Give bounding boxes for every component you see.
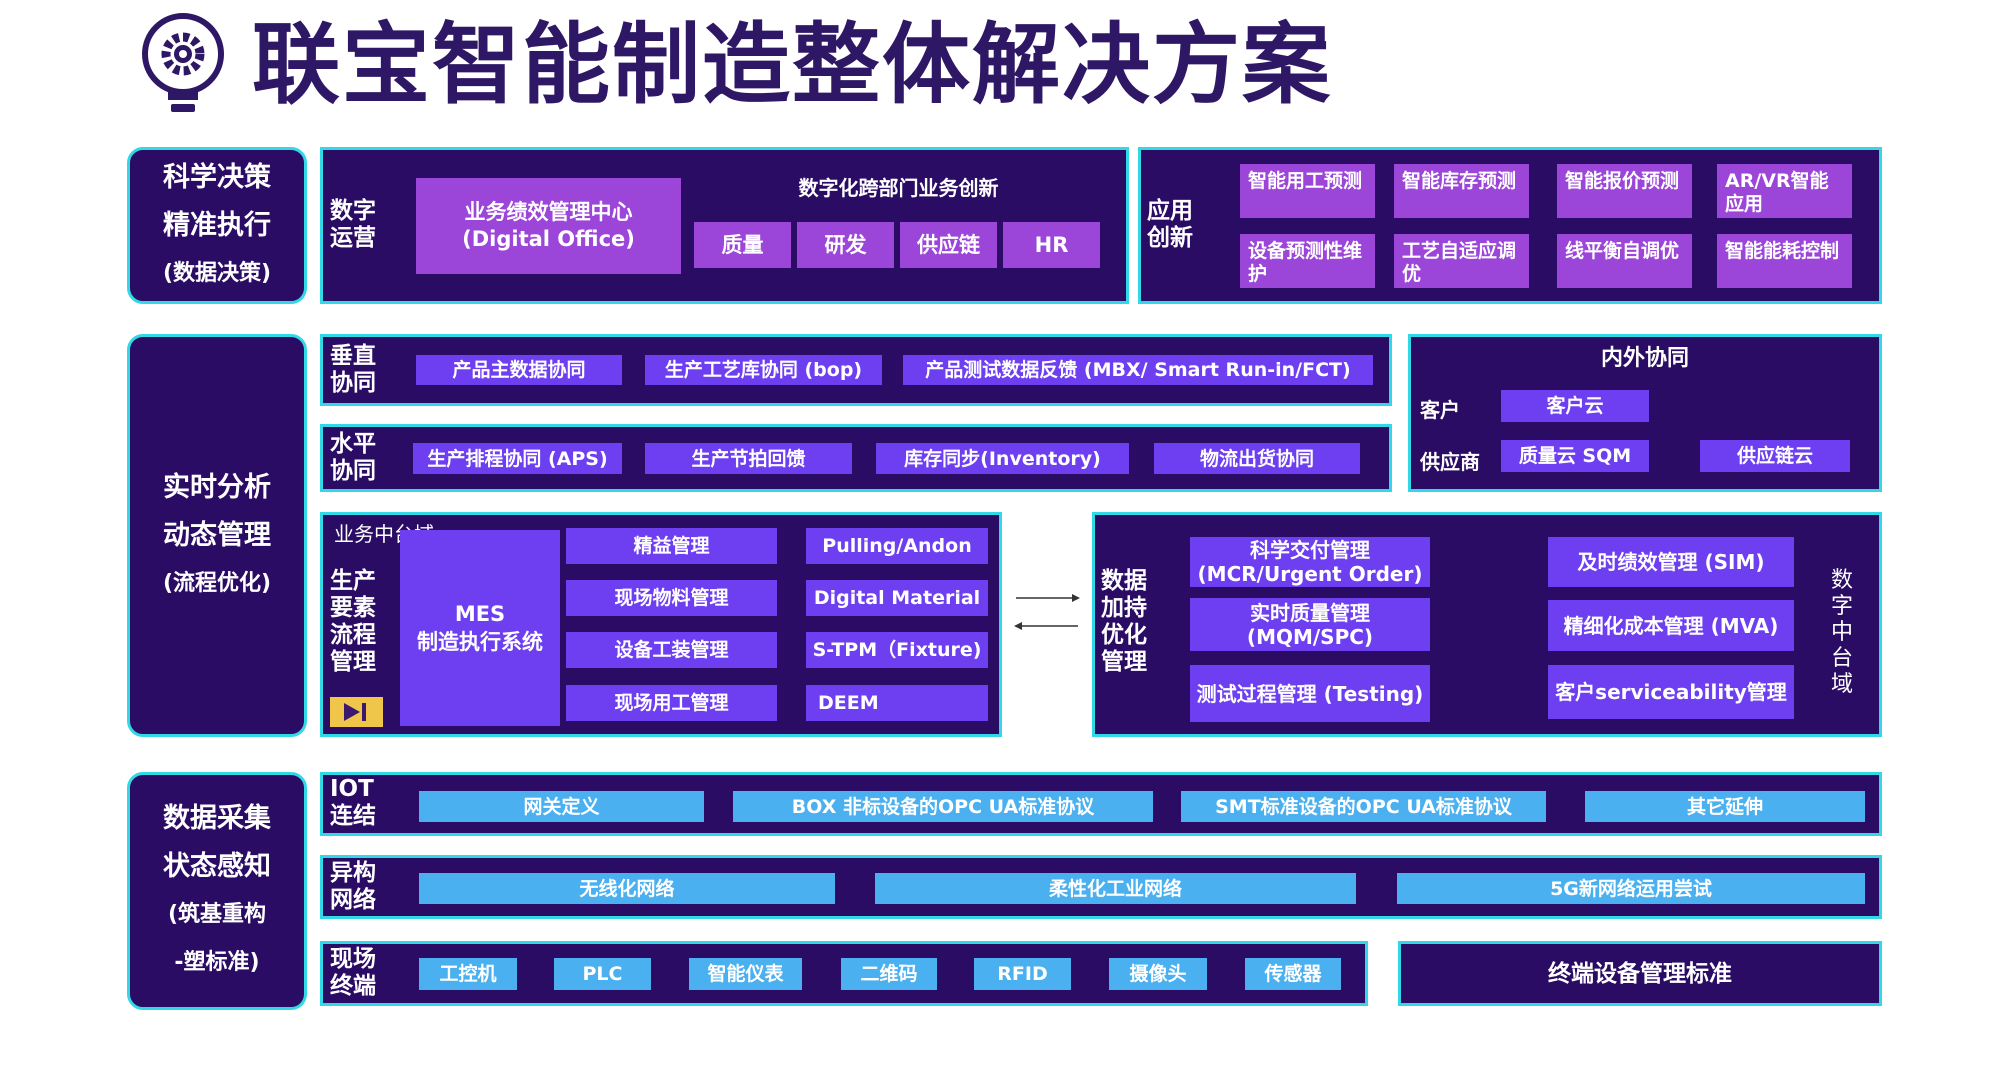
digital-office-box: 业务绩效管理中心(Digital Office): [416, 178, 681, 274]
page-title: 联宝智能制造整体解决方案: [252, 13, 1333, 116]
horizontal-item: 物流出货协同: [1154, 443, 1360, 474]
data-opt-item: 客户serviceability管理: [1548, 665, 1794, 719]
horizontal-label: 水平协同: [330, 431, 376, 484]
digital-ops-label: 数字运营: [330, 198, 376, 251]
production-elements-label: 生产要素流程管理: [330, 568, 376, 675]
iot-item: SMT标准设备的OPC UA标准协议: [1181, 791, 1546, 822]
left-header-collection: 数据采集 状态感知 (筑基重构 -塑标准): [127, 772, 307, 1010]
cross-dept-item: 供应链: [900, 222, 997, 268]
app-item: 智能用工预测: [1240, 164, 1375, 218]
gear-bulb-icon: [138, 12, 228, 118]
network-item: 柔性化工业网络: [875, 873, 1356, 904]
customer-cloud-box: 客户云: [1501, 390, 1649, 422]
iot-item: BOX 非标设备的OPC UA标准协议: [733, 791, 1153, 822]
network-item: 5G新网络运用尝试: [1397, 873, 1865, 904]
app-item: 工艺自适应调优: [1394, 234, 1529, 288]
cross-dept-item: HR: [1003, 222, 1100, 268]
mes-subtitle: 制造执行系统: [417, 630, 543, 654]
mes-module-item: Pulling/Andon: [806, 528, 988, 564]
iot-item: 网关定义: [419, 791, 704, 822]
horizontal-item: 生产节拍回馈: [645, 443, 852, 474]
inout-title: 内外协同: [1600, 346, 1689, 371]
app-item: AR/VR智能应用: [1717, 164, 1852, 218]
play-icon: [330, 697, 383, 727]
app-item: 智能能耗控制: [1717, 234, 1852, 288]
supply-chain-cloud-box: 供应链云: [1700, 440, 1850, 472]
network-item: 无线化网络: [419, 873, 835, 904]
horizontal-item: 库存同步(Inventory): [876, 443, 1129, 474]
digital-domain-label: 数字中台域: [1830, 568, 1853, 697]
app-innovation-label: 应用创新: [1147, 198, 1193, 251]
terminal-item: PLC: [554, 958, 651, 990]
terminal-item: 二维码: [841, 958, 937, 990]
cross-dept-item: 质量: [694, 222, 791, 268]
data-opt-label: 数据加持优化管理: [1101, 568, 1147, 675]
left-header-line2: 状态感知: [163, 851, 271, 882]
terminal-item: 智能仪表: [689, 958, 802, 990]
app-item: 智能报价预测: [1557, 164, 1692, 218]
left-header-sub2: -塑标准): [174, 950, 260, 975]
left-header-sub: (数据决策): [162, 260, 272, 286]
terminal-standard-box: 终端设备管理标准: [1398, 941, 1882, 1006]
terminal-item: 工控机: [419, 958, 517, 990]
mes-box: MES 制造执行系统: [400, 530, 560, 726]
bidirectional-arrows-icon: [1012, 586, 1082, 636]
iot-label: IOT连结: [330, 776, 376, 829]
left-header-line2: 精准执行: [163, 209, 271, 241]
left-header-line1: 科学决策: [163, 161, 271, 193]
mes-function-item: 精益管理: [566, 528, 777, 564]
app-item: 智能库存预测: [1394, 164, 1529, 218]
data-opt-item: 测试过程管理 (Testing): [1190, 665, 1430, 722]
iot-item: 其它延伸: [1585, 791, 1865, 822]
app-item: 设备预测性维护: [1240, 234, 1375, 288]
terminal-item: 传感器: [1245, 958, 1341, 990]
mes-module-item: S-TPM（Fixture): [806, 632, 988, 668]
mes-function-item: 设备工装管理: [566, 632, 777, 668]
left-header-line1: 数据采集: [163, 803, 271, 834]
mes-module-item: DEEM: [806, 685, 988, 721]
left-header-decision: 科学决策 精准执行 (数据决策): [127, 147, 307, 304]
data-opt-item: 科学交付管理(MCR/Urgent Order): [1190, 537, 1430, 587]
left-header-sub: (流程优化): [162, 570, 272, 596]
data-opt-item: 实时质量管理(MQM/SPC): [1190, 598, 1430, 651]
terminal-label: 现场终端: [330, 946, 376, 999]
left-header-line1: 实时分析: [163, 471, 271, 503]
mes-title: MES: [454, 602, 506, 626]
mes-function-item: 现场用工管理: [566, 685, 777, 721]
customer-label: 客户: [1420, 398, 1460, 422]
vertical-item: 生产工艺库协同 (bop): [645, 355, 882, 385]
mes-function-item: 现场物料管理: [566, 580, 777, 616]
vertical-label: 垂直协同: [330, 343, 376, 396]
terminal-item: RFID: [974, 958, 1071, 990]
network-label: 异构网络: [330, 860, 376, 913]
left-header-analysis: 实时分析 动态管理 (流程优化): [127, 334, 307, 737]
cross-dept-title: 数字化跨部门业务创新: [798, 176, 999, 200]
supplier-label: 供应商: [1420, 450, 1480, 474]
left-header-line2: 动态管理: [163, 519, 271, 551]
terminal-item: 摄像头: [1109, 958, 1207, 990]
data-opt-item: 精细化成本管理 (MVA): [1548, 600, 1794, 651]
data-opt-item: 及时绩效管理 (SIM): [1548, 537, 1794, 587]
vertical-item: 产品测试数据反馈 (MBX/ Smart Run-in/FCT): [903, 355, 1373, 385]
app-item: 线平衡自调优: [1557, 234, 1692, 288]
left-header-sub1: (筑基重构: [167, 902, 267, 927]
cross-dept-item: 研发: [797, 222, 894, 268]
vertical-item: 产品主数据协同: [416, 355, 622, 385]
horizontal-item: 生产排程协同 (APS): [413, 443, 622, 474]
mes-module-item: Digital Material: [806, 580, 988, 616]
quality-cloud-box: 质量云 SQM: [1501, 440, 1649, 472]
